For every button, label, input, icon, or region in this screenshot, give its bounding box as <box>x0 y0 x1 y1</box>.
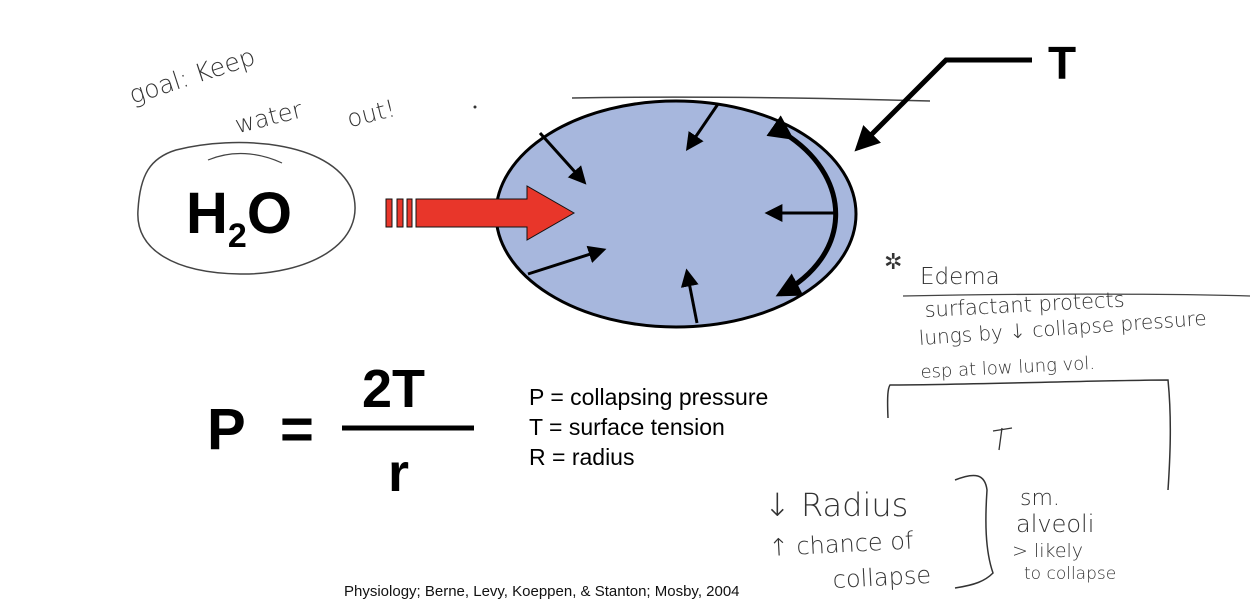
small-note-line2: alveoli <box>1016 510 1095 538</box>
h2o-o: O <box>246 181 292 246</box>
arrow-top <box>685 103 720 151</box>
pen-dot <box>473 105 477 109</box>
edema-title: Edema <box>920 264 1000 290</box>
radius-bracket <box>954 474 994 589</box>
small-note-line4: to collapse <box>1024 564 1117 584</box>
tension-curved-arrow <box>766 115 839 297</box>
tension-leader <box>854 57 1032 152</box>
legend-tension: T = surface tension <box>529 414 725 440</box>
h2o-formula: H2O <box>186 181 292 256</box>
radius-note-line3: collapse <box>832 560 932 594</box>
small-note-line1: sm. <box>1020 486 1060 511</box>
edema-star: ✲ <box>884 250 903 275</box>
edema-bracket <box>886 379 1172 491</box>
equation-lhs: P <box>207 397 246 462</box>
citation: Physiology; Berne, Levy, Koeppen, & Stan… <box>344 583 740 600</box>
arrow-lower-left <box>527 245 607 276</box>
legend-radius: R = radius <box>529 444 635 470</box>
small-note-line3: > likely <box>1012 540 1084 562</box>
equation-equals: = <box>280 397 314 462</box>
water-influx-arrow <box>385 185 576 241</box>
tension-label: T <box>1048 37 1077 89</box>
pen-line-top <box>571 96 931 102</box>
radius-note-line1: ↓ Radius <box>764 486 909 524</box>
h2o-circle <box>137 141 356 275</box>
up-arrow-mark <box>992 427 1013 451</box>
arrow-upper-left <box>538 131 587 185</box>
h2o-h: H <box>186 181 228 246</box>
equation-numerator: 2T <box>362 359 426 419</box>
pen-scribble-goal <box>207 152 283 164</box>
equation-denominator: r <box>388 443 410 503</box>
h2o-subscript: 2 <box>227 217 247 255</box>
edema-underline <box>902 293 1251 297</box>
arrow-bottom <box>680 268 699 324</box>
legend-pressure: P = collapsing pressure <box>529 384 769 410</box>
equation-legend: P = collapsing pressure T = surface tens… <box>529 382 768 472</box>
